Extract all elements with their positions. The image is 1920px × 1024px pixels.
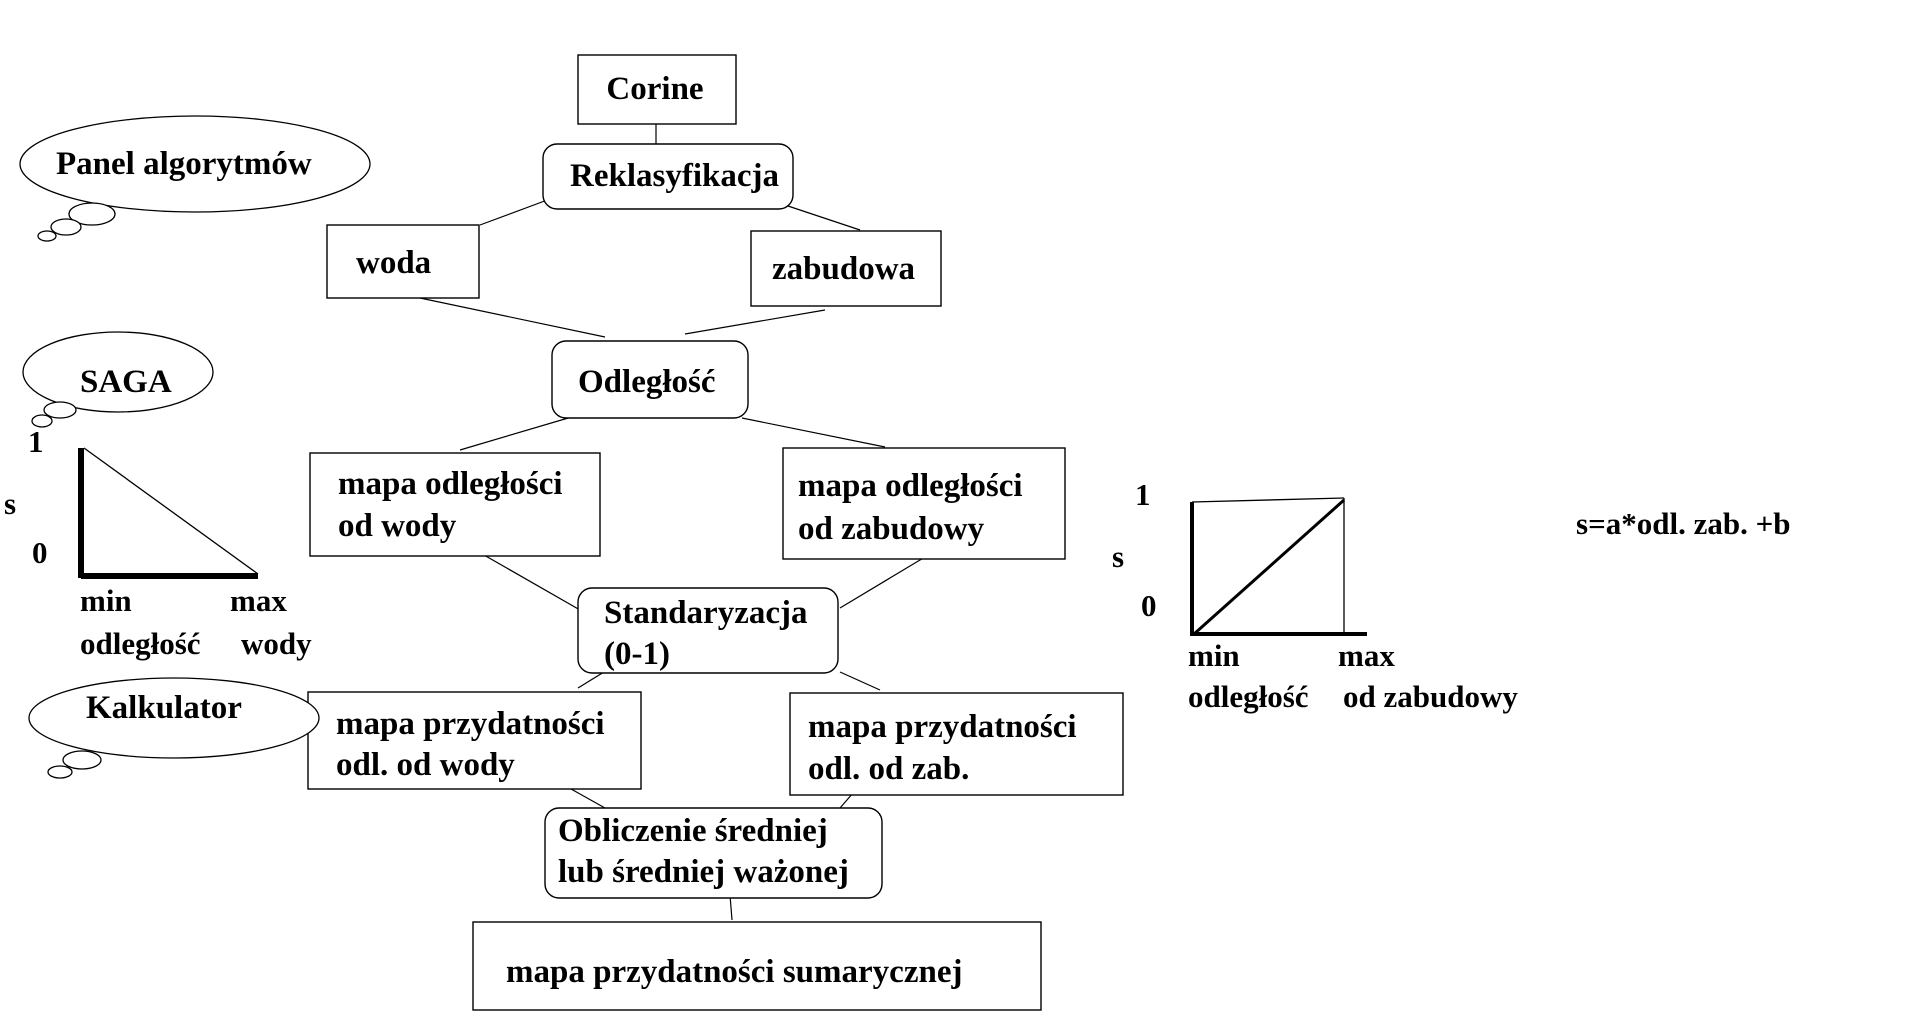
connector-reklasyfikacja-zabudowa	[784, 204, 861, 231]
node-mapa-zab-label-1: mapa odległości	[798, 468, 1023, 504]
cloud-saga: SAGA	[22, 331, 214, 428]
node-standaryzacja-label-2: (0-1)	[604, 636, 670, 672]
node-sumaryczna-label: mapa przydatności sumarycznej	[506, 954, 962, 990]
graph-left-y-label: s	[4, 486, 16, 521]
node-corine-label: Corine	[606, 71, 703, 107]
connector-odleglosc-mapa-zab	[741, 417, 886, 448]
connector-srednia-sumaryczna	[729, 894, 733, 921]
graph-right-y-bottom: 0	[1141, 588, 1157, 623]
graph-right-x-label-2: od zabudowy	[1343, 679, 1518, 714]
node-przyd-wody-label-1: mapa przydatności	[336, 706, 605, 742]
connector-zabudowa-odleglosc	[684, 309, 826, 335]
connector-woda-odleglosc	[419, 297, 606, 338]
graph-left-x-label-2: wody	[241, 626, 312, 661]
graph-left-y-bottom: 0	[32, 535, 48, 570]
node-mapa-wody: mapa odległości od wody	[309, 452, 601, 557]
node-corine: Corine	[577, 54, 737, 125]
node-odleglosc-label: Odległość	[578, 364, 716, 400]
node-srednia-label-2: lub średniej ważonej	[558, 854, 849, 890]
graph-left-x-max: max	[230, 583, 287, 618]
graph-right-y-top: 1	[1135, 477, 1151, 512]
node-przyd-zab: mapa przydatności odl. od zab.	[789, 692, 1124, 796]
graph-right-x-label-1: odległość	[1188, 679, 1309, 714]
graph-left: 1 s 0 min max odległość wody	[4, 424, 312, 661]
node-przyd-wody-label-2: odl. od wody	[336, 747, 515, 783]
graph-left-curve	[83, 447, 259, 575]
graph-right-x-min: min	[1188, 638, 1240, 673]
node-standaryzacja-label-1: Standaryzacja	[604, 595, 807, 631]
formula-text: s=a*odl. zab. +b	[1576, 506, 1791, 541]
node-odleglosc: Odległość	[551, 340, 749, 419]
node-sumaryczna: mapa przydatności sumarycznej	[472, 921, 1042, 1011]
node-mapa-zab: mapa odległości od zabudowy	[782, 447, 1066, 560]
node-zabudowa-label: zabudowa	[772, 251, 915, 287]
node-mapa-wody-label-2: od wody	[338, 508, 457, 544]
connector-standaryzacja-przyd-zab	[839, 671, 881, 691]
graph-left-y-top: 1	[28, 424, 44, 459]
node-srednia: Obliczenie średniej lub średniej ważonej	[544, 807, 883, 899]
node-srednia-label-1: Obliczenie średniej	[558, 813, 828, 849]
node-woda-label: woda	[356, 245, 431, 281]
graph-right-top-line	[1191, 497, 1345, 503]
node-przyd-zab-label-2: odl. od zab.	[808, 751, 969, 787]
graph-right-x-max: max	[1338, 638, 1395, 673]
graph-right-y-label: s	[1112, 539, 1124, 574]
node-reklasyfikacja-label: Reklasyfikacja	[570, 158, 779, 194]
connector-odleglosc-mapa-wody	[459, 415, 576, 451]
graph-left-x-label-1: odległość	[80, 626, 201, 661]
graph-left-x-min: min	[80, 583, 132, 618]
cloud-kalkulator: Kalkulator	[28, 677, 320, 779]
cloud-panel-label: Panel algorytmów	[56, 146, 312, 182]
node-woda: woda	[326, 224, 480, 299]
graph-right-curve	[1193, 498, 1345, 636]
connector-mapa-zab-standaryzacja	[839, 556, 926, 609]
node-reklasyfikacja: Reklasyfikacja	[542, 143, 794, 210]
node-przyd-zab-label-1: mapa przydatności	[808, 709, 1077, 745]
cloud-panel-algorytmow: Panel algorytmów	[19, 115, 371, 242]
cloud-saga-label: SAGA	[80, 364, 172, 400]
node-mapa-wody-label-1: mapa odległości	[338, 466, 563, 502]
node-standaryzacja: Standaryzacja (0-1)	[577, 587, 839, 674]
cloud-kalkulator-label: Kalkulator	[86, 690, 242, 726]
connector-mapa-wody-standaryzacja	[483, 554, 581, 611]
node-przyd-wody: mapa przydatności odl. od wody	[307, 691, 642, 790]
node-zabudowa: zabudowa	[750, 230, 942, 307]
node-mapa-zab-label-2: od zabudowy	[798, 511, 985, 547]
graph-right: 1 s 0 min max odległość od zabudowy	[1112, 477, 1518, 714]
